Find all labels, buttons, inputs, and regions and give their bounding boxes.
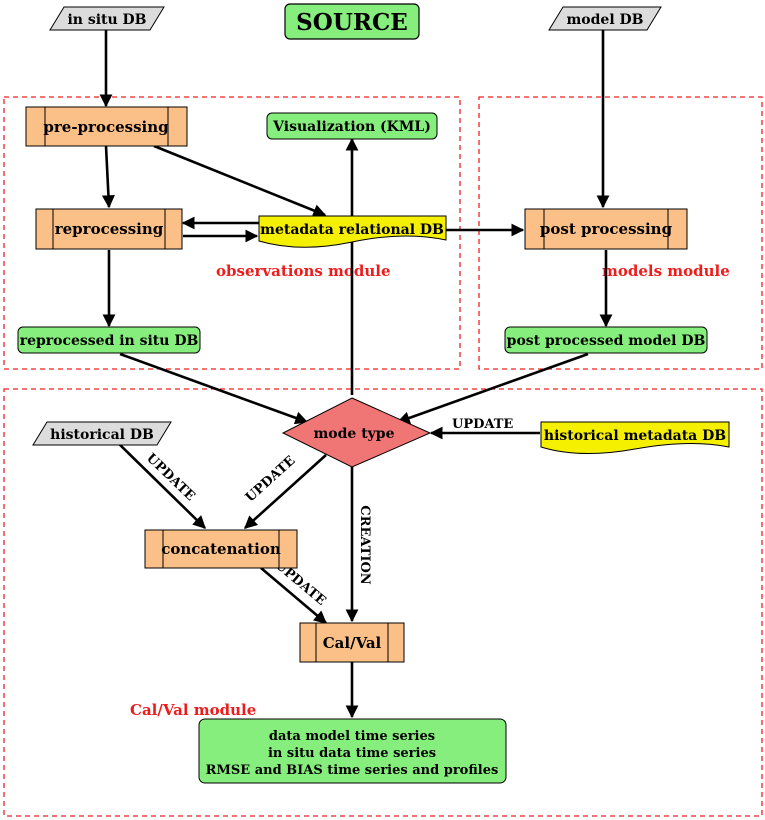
calval-node: Cal/Val xyxy=(299,622,405,663)
reprocessing-node: reprocessing xyxy=(35,208,183,250)
source-title: SOURCE xyxy=(284,3,420,40)
concatenation-node: concatenation xyxy=(144,529,298,569)
model-db-node: model DB xyxy=(548,6,662,31)
metadata-relational-db-node: metadata relational DB xyxy=(258,215,447,248)
calval-module-zone xyxy=(3,388,763,817)
output-line-2: in situ data time series xyxy=(268,746,436,761)
source-title-text: SOURCE xyxy=(296,9,408,36)
edges xyxy=(99,30,613,719)
visualization-label: Visualization (KML) xyxy=(272,119,431,135)
insitu-db-label: in situ DB xyxy=(67,12,146,28)
outputs-node: data model time series in situ data time… xyxy=(198,718,507,784)
historical-metadata-db-label: historical metadata DB xyxy=(544,428,726,444)
metadata-relational-db-label: metadata relational DB xyxy=(260,222,444,238)
historical-db-node: historical DB xyxy=(32,421,172,446)
preprocessing-node: pre-processing xyxy=(25,106,188,147)
preprocessing-label: pre-processing xyxy=(43,118,169,136)
model-db-label: model DB xyxy=(566,12,643,28)
calval-label: Cal/Val xyxy=(323,634,382,652)
reprocessing-label: reprocessing xyxy=(55,220,164,238)
post-processed-model-db-node: post processed model DB xyxy=(504,326,708,354)
models-module-label: models module xyxy=(602,262,730,280)
edge-label-update-mode-type: UPDATE xyxy=(243,453,299,505)
historical-metadata-db-node: historical metadata DB xyxy=(540,421,730,454)
edge-label-update-historical-db: UPDATE xyxy=(143,451,198,504)
reprocessed-insitu-db-node: reprocessed in situ DB xyxy=(17,326,201,354)
output-line-1: data model time series xyxy=(269,729,435,744)
post-processed-model-db-label: post processed model DB xyxy=(507,333,706,349)
calval-module-label: Cal/Val module xyxy=(130,701,256,719)
edge-label-update-historical-metadata: UPDATE xyxy=(452,417,513,432)
mode-type-decision: mode type xyxy=(281,397,432,468)
reprocessed-insitu-db-label: reprocessed in situ DB xyxy=(20,333,199,349)
edge-label-creation: CREATION xyxy=(357,505,372,585)
mode-type-label: mode type xyxy=(313,426,394,442)
observations-module-label: observations module xyxy=(216,262,391,280)
post-processing-label: post processing xyxy=(540,220,673,238)
insitu-db-node: in situ DB xyxy=(49,6,165,31)
visualization-node: Visualization (KML) xyxy=(266,112,438,140)
historical-db-label: historical DB xyxy=(50,427,154,443)
models-module-zone xyxy=(478,96,763,370)
observations-module-zone xyxy=(3,96,461,370)
output-line-3: RMSE and BIAS time series and profiles xyxy=(206,763,499,778)
post-processing-node: post processing xyxy=(524,208,688,250)
concatenation-label: concatenation xyxy=(161,540,281,558)
